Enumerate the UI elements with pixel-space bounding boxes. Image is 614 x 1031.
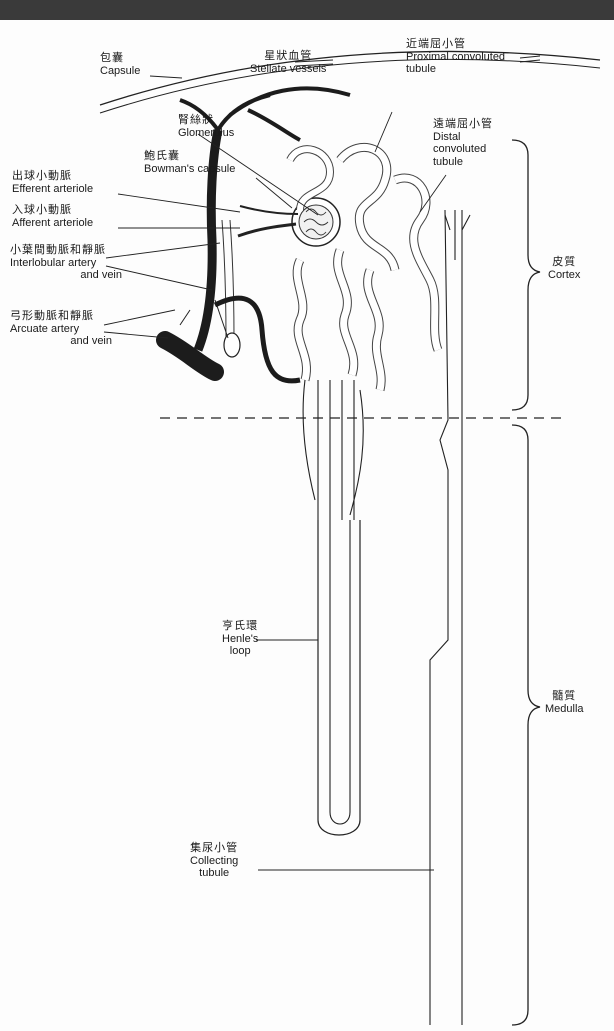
henles-loop-label-en1: Henle's xyxy=(222,633,258,646)
efferent-arteriole xyxy=(240,206,298,214)
afferent-arteriole-label-zh: 入球小動脈 xyxy=(12,204,93,217)
arcuate-label-en2: and vein xyxy=(10,335,112,348)
arcuate-vein-end xyxy=(224,333,240,357)
interlobular-label-zh: 小葉間動脈和靜脈 xyxy=(10,244,122,257)
capsule-label-zh: 包囊 xyxy=(100,52,140,65)
proximal-tubule-label-en2: tubule xyxy=(406,63,505,76)
collecting-tubule-label-zh: 集尿小管 xyxy=(190,842,238,855)
proximal-tubule-label-en1: Proximal convoluted xyxy=(406,51,505,64)
bowmans-capsule-label: 鮑氏囊 Bowman's capsule xyxy=(144,150,235,175)
bowmans-capsule-label-zh: 鮑氏囊 xyxy=(144,150,235,163)
arcuate-label-en1: Arcuate artery xyxy=(10,323,112,336)
arcuate-label-zh: 弓形動脈和靜脈 xyxy=(10,310,112,323)
henles-loop-label: 亨氏環 Henle's loop xyxy=(222,620,258,658)
glomerulus-label: 腎絲狀 Glomerulus xyxy=(178,114,234,139)
cortex-label-en: Cortex xyxy=(548,269,580,282)
stellate-vessels-label-en: Stellate vessels xyxy=(250,63,326,76)
leader-lines xyxy=(104,56,540,870)
cortex-label: 皮質 Cortex xyxy=(548,256,580,281)
bowmans-capsule-label-en: Bowman's capsule xyxy=(144,163,235,176)
stellate-vessels-label: 星狀血管 Stellate vessels xyxy=(250,50,326,75)
efferent-arteriole-label: 出球小動脈 Efferent arteriole xyxy=(12,170,93,195)
arcuate-artery xyxy=(165,340,215,372)
efferent-arteriole-label-zh: 出球小動脈 xyxy=(12,170,93,183)
henles-loop-label-zh: 亨氏環 xyxy=(222,620,258,633)
cortex-label-zh: 皮質 xyxy=(548,256,580,269)
glomerulus-label-en: Glomerulus xyxy=(178,127,234,140)
capsule-arc-outer xyxy=(100,51,600,105)
distal-tubule-label-zh: 遠端屈小管 xyxy=(433,118,493,131)
glomerulus-label-zh: 腎絲狀 xyxy=(178,114,234,127)
distal-tubule-label-en2: convoluted xyxy=(433,143,493,156)
capsule-label: 包囊 Capsule xyxy=(100,52,140,77)
afferent-arteriole-label-en: Afferent arteriole xyxy=(12,217,93,230)
afferent-arteriole-label: 入球小動脈 Afferent arteriole xyxy=(12,204,93,229)
top-dark-band xyxy=(0,0,614,20)
medulla-label-en: Medulla xyxy=(545,703,584,716)
convoluted-tubule-mass xyxy=(290,147,438,390)
collecting-tubule-label: 集尿小管 Collecting tubule xyxy=(190,842,238,880)
stellate-vessels-label-zh: 星狀血管 xyxy=(250,50,326,63)
distal-tubule-label: 遠端屈小管 Distal convoluted tubule xyxy=(433,118,493,169)
capsule-label-en: Capsule xyxy=(100,65,140,78)
interlobular-label-en1: Interlobular artery xyxy=(10,257,122,270)
straight-tubules xyxy=(303,380,363,520)
collecting-tubule-label-en1: Collecting xyxy=(190,855,238,868)
distal-tubule-label-en3: tubule xyxy=(433,156,493,169)
interlobular-label: 小葉間動脈和靜脈 Interlobular artery and vein xyxy=(10,244,122,282)
distal-tubule-label-en1: Distal xyxy=(433,131,493,144)
arcuate-label: 弓形動脈和靜脈 Arcuate artery and vein xyxy=(10,310,112,348)
afferent-arteriole xyxy=(238,224,296,236)
cortex-brace xyxy=(512,140,540,410)
efferent-arteriole-label-en: Efferent arteriole xyxy=(12,183,93,196)
henles-loop-label-en2: loop xyxy=(222,645,258,658)
proximal-tubule-label: 近端屈小管 Proximal convoluted tubule xyxy=(406,38,505,76)
interlobular-label-en2: and vein xyxy=(10,269,122,282)
capsule-arc-inner xyxy=(100,59,600,113)
collecting-tubule-label-en2: tubule xyxy=(190,867,238,880)
medulla-brace xyxy=(512,425,540,1025)
henles-loop xyxy=(318,520,360,835)
proximal-tubule-label-zh: 近端屈小管 xyxy=(406,38,505,51)
medulla-label: 髓質 Medulla xyxy=(545,690,584,715)
medulla-label-zh: 髓質 xyxy=(545,690,584,703)
